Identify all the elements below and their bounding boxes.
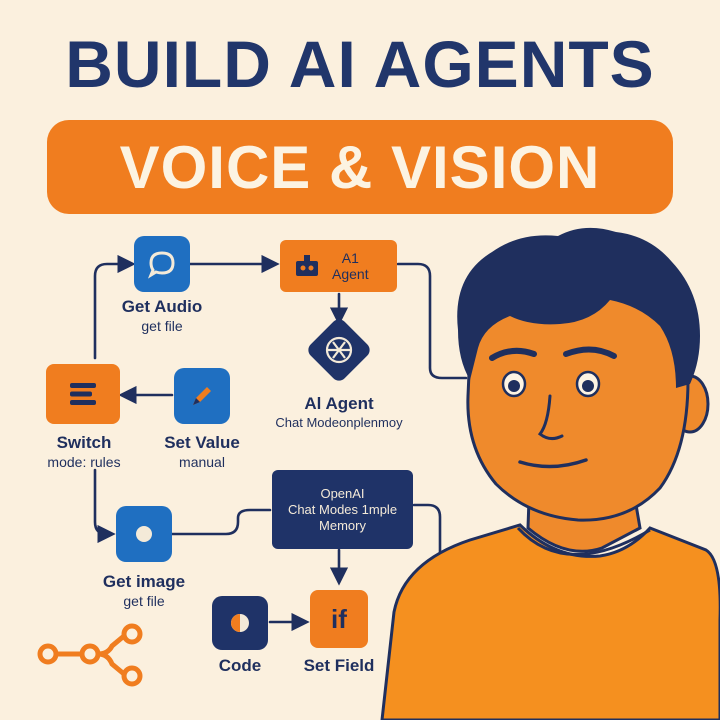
ai-agent-line1: A1 [341, 250, 359, 266]
set-value-label: Set Value [164, 433, 240, 452]
get-image-node[interactable] [116, 506, 172, 562]
set-value-sub: manual [179, 454, 225, 470]
ai-agent-node-text: A1 Agent [332, 250, 369, 282]
person-illustration [380, 227, 720, 720]
circle-icon [136, 526, 152, 542]
ai-agent-label-group: Al Agent Chat Modeonplenmoy [275, 394, 402, 432]
get-audio-sub: get file [141, 318, 183, 334]
connector-switch-to-audio [93, 254, 136, 360]
get-audio-node[interactable] [134, 236, 190, 292]
openai-chat-model-node[interactable]: OpenAI Chat Modes 1mple Memory [272, 470, 413, 549]
workflow-logo-icon [37, 623, 143, 687]
get-image-label: Get image [102, 572, 186, 591]
person-hair [457, 227, 700, 388]
chat-bubble-icon [147, 251, 175, 279]
person-right-eyebrow [563, 346, 617, 359]
openai-line1: OpenAI [320, 485, 365, 501]
get-image-sub: get file [123, 593, 165, 609]
code-label-group: Code [219, 656, 262, 676]
person-mouth [518, 458, 588, 469]
person-shirt [380, 523, 720, 720]
ai-agent-sub: Chat Modeonplenmoy [275, 415, 403, 430]
ai-agent-node[interactable]: A1 Agent [280, 240, 397, 292]
openai-icon [325, 336, 353, 364]
ai-agent-diamond-node [308, 319, 370, 381]
set-value-label-group: Set Value manual [164, 433, 240, 471]
get-audio-label: Get Audio [121, 297, 203, 316]
subtitle-banner: VOICE & VISION [47, 120, 673, 214]
set-field-node[interactable]: if [310, 590, 368, 648]
switch-lines-icon [70, 383, 96, 405]
connector-openai-right [412, 503, 442, 562]
ai-agent-line2: Agent [332, 266, 369, 282]
code-label: Code [218, 656, 262, 675]
connector-switch-to-image [93, 468, 116, 544]
pencil-icon [193, 387, 211, 405]
person-nose [537, 394, 564, 441]
ai-agent-label: Al Agent [304, 394, 374, 413]
openai-line2: Chat Modes 1mple [287, 501, 398, 517]
person-collar [516, 526, 651, 556]
set-field-label: Set Field [303, 656, 375, 675]
switch-node[interactable] [46, 364, 120, 424]
get-image-label-group: Get image get file [103, 572, 185, 610]
connector-agent-to-right [396, 262, 468, 380]
subtitle-text: VOICE & VISION [119, 133, 601, 201]
switch-sub: mode: rules [47, 454, 121, 470]
connector-image-to-openai [170, 508, 272, 536]
robot-icon [296, 255, 318, 276]
code-node[interactable] [212, 596, 268, 650]
set-value-node[interactable] [174, 368, 230, 424]
switch-label-group: Switch mode: rules [47, 433, 120, 471]
switch-label: Switch [56, 433, 112, 452]
get-audio-label-group: Get Audio get file [122, 297, 203, 335]
if-icon: if [331, 603, 347, 634]
page-title: BUILD AI AGENTS [65, 27, 655, 101]
set-field-label-group: Set Field [304, 656, 375, 676]
openai-line3: Memory [319, 517, 366, 533]
half-circle-icon [231, 614, 249, 632]
person-left-eyebrow [489, 347, 537, 361]
